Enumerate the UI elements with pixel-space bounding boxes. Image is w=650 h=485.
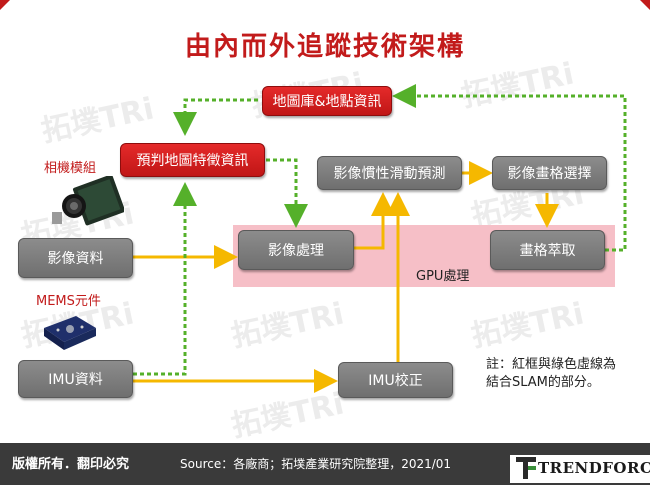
footnote: 註：紅框與綠色虛線為 結合SLAM的部分。 bbox=[486, 356, 616, 392]
predict-map-feature-node: 預判地圖特徵資訊 bbox=[120, 143, 265, 177]
mems-chip-icon bbox=[44, 316, 96, 350]
footer-bar: 版權所有．翻印必究 Source：各廠商；拓墣產業研究院整理，2021/01 T… bbox=[0, 443, 650, 485]
map-database-node: 地圖庫&地點資訊 bbox=[262, 86, 392, 116]
inertia-slide-predict-node: 影像慣性滑動預測 bbox=[317, 156, 462, 190]
trendforce-logo-icon bbox=[516, 457, 536, 479]
source-text: Source：各廠商；拓墣產業研究院整理，2021/01 bbox=[180, 457, 452, 471]
frame-select-node: 影像畫格選擇 bbox=[492, 156, 607, 190]
frame-extract-node: 畫格萃取 bbox=[490, 230, 605, 270]
mems-component-label: MEMS元件 bbox=[36, 294, 101, 309]
footnote-line: 註：紅框與綠色虛線為 bbox=[486, 357, 617, 372]
camera-module-label: 相機模組 bbox=[44, 161, 97, 176]
brand-logo: TRENDFORCE bbox=[510, 455, 650, 483]
imu-data-node: IMU資料 bbox=[18, 360, 133, 398]
gpu-label: GPU處理 bbox=[416, 269, 470, 284]
imu-calibrate-node: IMU校正 bbox=[338, 362, 453, 398]
corner-decoration bbox=[0, 0, 10, 10]
footnote-line: 結合SLAM的部分。 bbox=[486, 375, 600, 390]
copyright-text: 版權所有．翻印必究 bbox=[12, 457, 130, 472]
brand-text: TRENDFORCE bbox=[538, 459, 650, 477]
image-process-node: 影像處理 bbox=[238, 230, 354, 270]
page-title: 由內而外追蹤技術架構 bbox=[184, 32, 465, 62]
corner-decoration bbox=[640, 0, 650, 10]
camera-module-icon bbox=[52, 176, 124, 226]
image-data-node: 影像資料 bbox=[18, 238, 133, 278]
